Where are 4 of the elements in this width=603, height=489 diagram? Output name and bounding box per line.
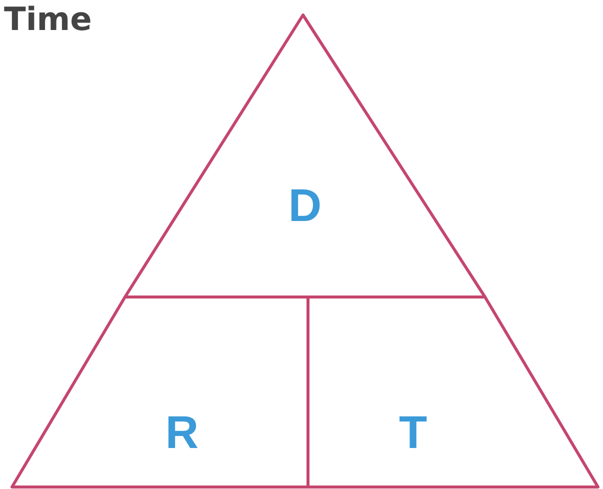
formula-letter: T — [398, 409, 428, 455]
title: Time — [4, 0, 92, 38]
formula-letter: D — [288, 182, 322, 228]
formula-letter: R — [165, 409, 199, 455]
